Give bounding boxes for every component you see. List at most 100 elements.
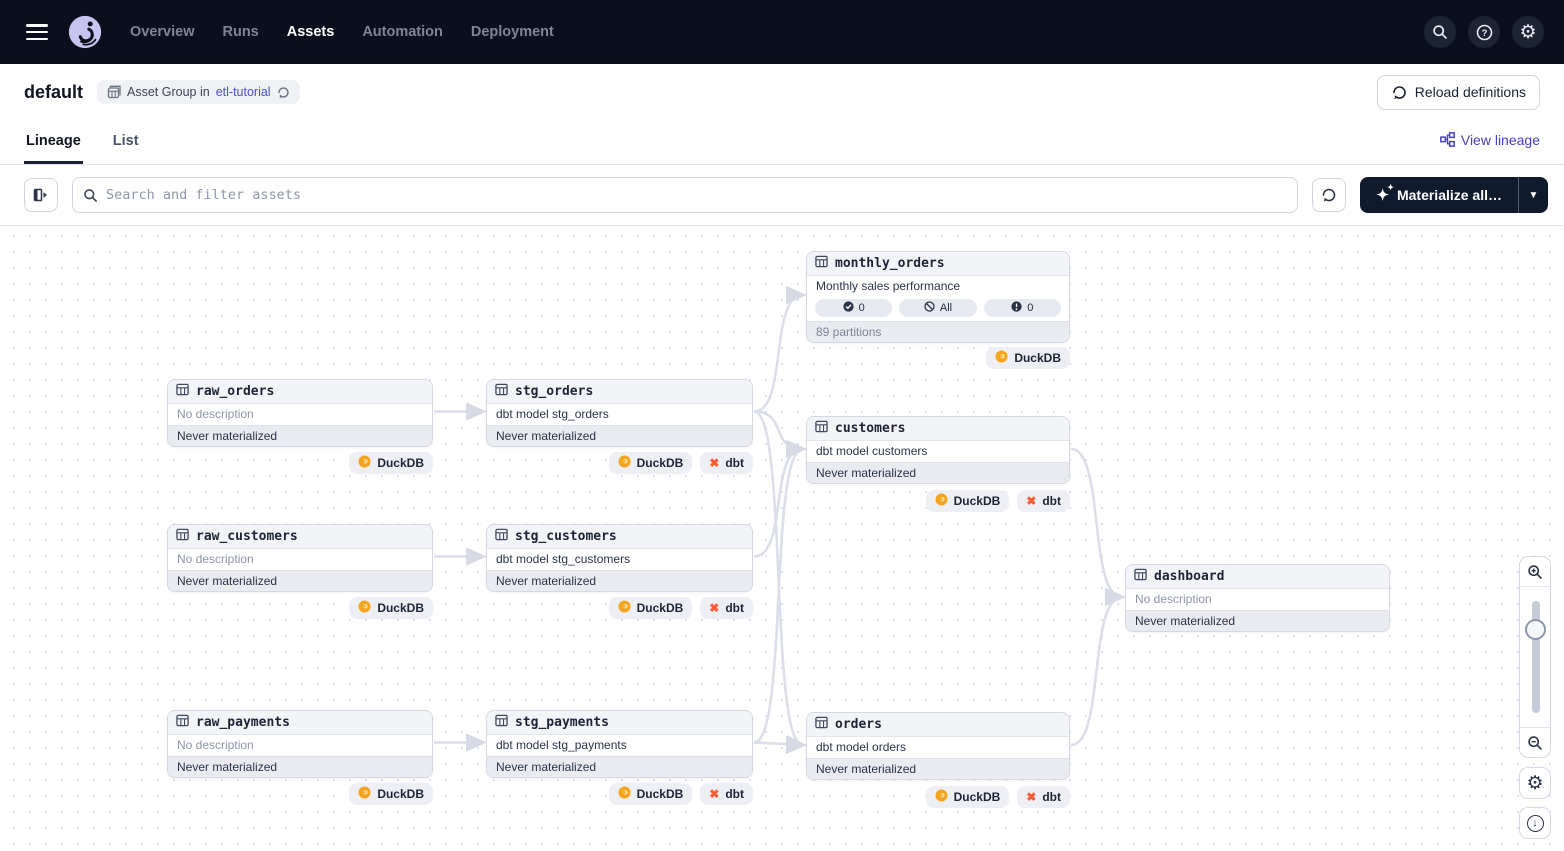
duckdb-tag[interactable]: DuckDB <box>608 452 693 474</box>
tag-label: dbt <box>725 456 744 470</box>
materialize-all-group: ✦✦ Materialize all… ▼ <box>1360 177 1548 213</box>
duckdb-tag[interactable]: DuckDB <box>925 786 1010 808</box>
check-circle-icon <box>842 301 854 315</box>
zoom-out-icon[interactable] <box>1520 727 1550 757</box>
asset-description: No description <box>1126 589 1389 610</box>
duckdb-tag[interactable]: DuckDB <box>349 452 433 474</box>
code-location-link[interactable]: etl-tutorial <box>215 85 271 99</box>
duckdb-icon <box>358 786 371 802</box>
table-icon <box>495 528 508 545</box>
recenter-icon: ↓ <box>1526 814 1544 832</box>
duckdb-icon <box>358 600 371 616</box>
asset-search-box <box>72 177 1299 213</box>
nav-automation[interactable]: Automation <box>362 24 443 40</box>
settings-icon[interactable]: ⚙ <box>1512 16 1544 48</box>
settings-icon: ⚙ <box>1526 772 1544 794</box>
asset-tags-row: DuckDB <box>167 452 433 474</box>
zoom-slider[interactable] <box>1520 587 1550 727</box>
zoom-in-icon[interactable] <box>1520 557 1550 587</box>
edge-stg_orders-to-monthly_orders <box>753 285 807 413</box>
dbt-tag[interactable]: ✖dbt <box>700 783 753 805</box>
reload-definitions-label: Reload definitions <box>1414 84 1526 100</box>
view-lineage-link[interactable]: View lineage <box>1439 132 1540 148</box>
asset-status: Never materialized <box>1126 610 1389 631</box>
menu-icon[interactable] <box>26 24 48 40</box>
asset-description: No description <box>168 404 432 425</box>
open-asset-panel-button[interactable] <box>24 178 58 212</box>
duckdb-tag[interactable]: DuckDB <box>349 597 433 619</box>
dbt-tag[interactable]: ✖dbt <box>700 597 753 619</box>
asset-status: Never materialized <box>487 570 752 591</box>
tabs-row: Lineage List View lineage <box>0 120 1564 165</box>
duckdb-tag[interactable]: DuckDB <box>608 783 693 805</box>
tag-label: DuckDB <box>377 787 424 801</box>
duckdb-tag[interactable]: DuckDB <box>986 347 1070 369</box>
help-icon[interactable]: ? <box>1468 16 1500 48</box>
page-header: default Asset Group in etl-tutorial Relo… <box>0 64 1564 120</box>
materialize-all-label: Materialize all… <box>1396 187 1502 203</box>
zoom-slider-track[interactable] <box>1532 601 1540 713</box>
panel-expand-icon <box>33 188 47 202</box>
nav-deployment[interactable]: Deployment <box>470 24 554 40</box>
partition-status-pill[interactable]: 0 <box>983 299 1061 317</box>
materialize-all-button[interactable]: ✦✦ Materialize all… <box>1360 177 1518 213</box>
partition-status-pill[interactable]: 0 <box>815 299 893 317</box>
zoom-slider-handle[interactable] <box>1525 619 1546 640</box>
dbt-tag[interactable]: ✖dbt <box>1017 490 1070 512</box>
table-icon <box>815 255 828 272</box>
dbt-tag[interactable]: ✖dbt <box>700 452 753 474</box>
asset-name: raw_customers <box>196 529 298 544</box>
partition-status-pill[interactable]: All <box>899 299 977 317</box>
reload-definitions-button[interactable]: Reload definitions <box>1376 74 1540 110</box>
asset-description: No description <box>168 549 432 570</box>
materialize-options-caret[interactable]: ▼ <box>1518 177 1548 213</box>
nav-overview[interactable]: Overview <box>130 24 195 40</box>
tab-lineage[interactable]: Lineage <box>24 133 83 164</box>
lineage-edges <box>434 285 1126 754</box>
asset-tags-row: DuckDB <box>167 783 433 805</box>
table-icon <box>815 420 828 437</box>
duckdb-tag[interactable]: DuckDB <box>925 490 1010 512</box>
asset-name: dashboard <box>1154 569 1225 584</box>
asset-search-input[interactable] <box>106 187 1288 203</box>
nav-assets[interactable]: Assets <box>286 24 335 40</box>
graph-settings-button[interactable]: ⚙ <box>1519 767 1551 799</box>
duckdb-tag[interactable]: DuckDB <box>608 597 693 619</box>
asset-node-header: orders <box>807 713 1069 737</box>
tag-label: dbt <box>1042 790 1061 804</box>
tag-label: DuckDB <box>636 601 684 615</box>
tag-label: DuckDB <box>1014 351 1061 365</box>
refresh-graph-button[interactable] <box>1312 178 1347 212</box>
tag-label: dbt <box>725 601 744 615</box>
dbt-icon: ✖ <box>1026 790 1037 804</box>
refresh-icon[interactable] <box>277 86 290 99</box>
asset-group-badge: Asset Group in etl-tutorial <box>97 80 300 104</box>
tag-label: DuckDB <box>953 790 1001 804</box>
nav-runs[interactable]: Runs <box>222 24 259 40</box>
search-icon[interactable] <box>1424 16 1456 48</box>
duckdb-tag[interactable]: DuckDB <box>349 783 433 805</box>
asset-node-header: raw_orders <box>168 380 432 404</box>
partition-status-row: 0 All 0 <box>807 297 1069 321</box>
asset-status: 89 partitions <box>807 321 1069 342</box>
tab-list[interactable]: List <box>112 133 139 149</box>
tag-label: dbt <box>1042 494 1061 508</box>
asset-node-header: customers <box>807 417 1069 441</box>
dagster-logo[interactable] <box>66 13 104 51</box>
recenter-button[interactable]: ↓ <box>1519 807 1551 839</box>
asset-status: Never materialized <box>487 756 752 777</box>
table-icon <box>815 716 828 733</box>
asset-name: stg_orders <box>515 384 594 399</box>
dbt-tag[interactable]: ✖ dbt <box>1017 786 1070 808</box>
